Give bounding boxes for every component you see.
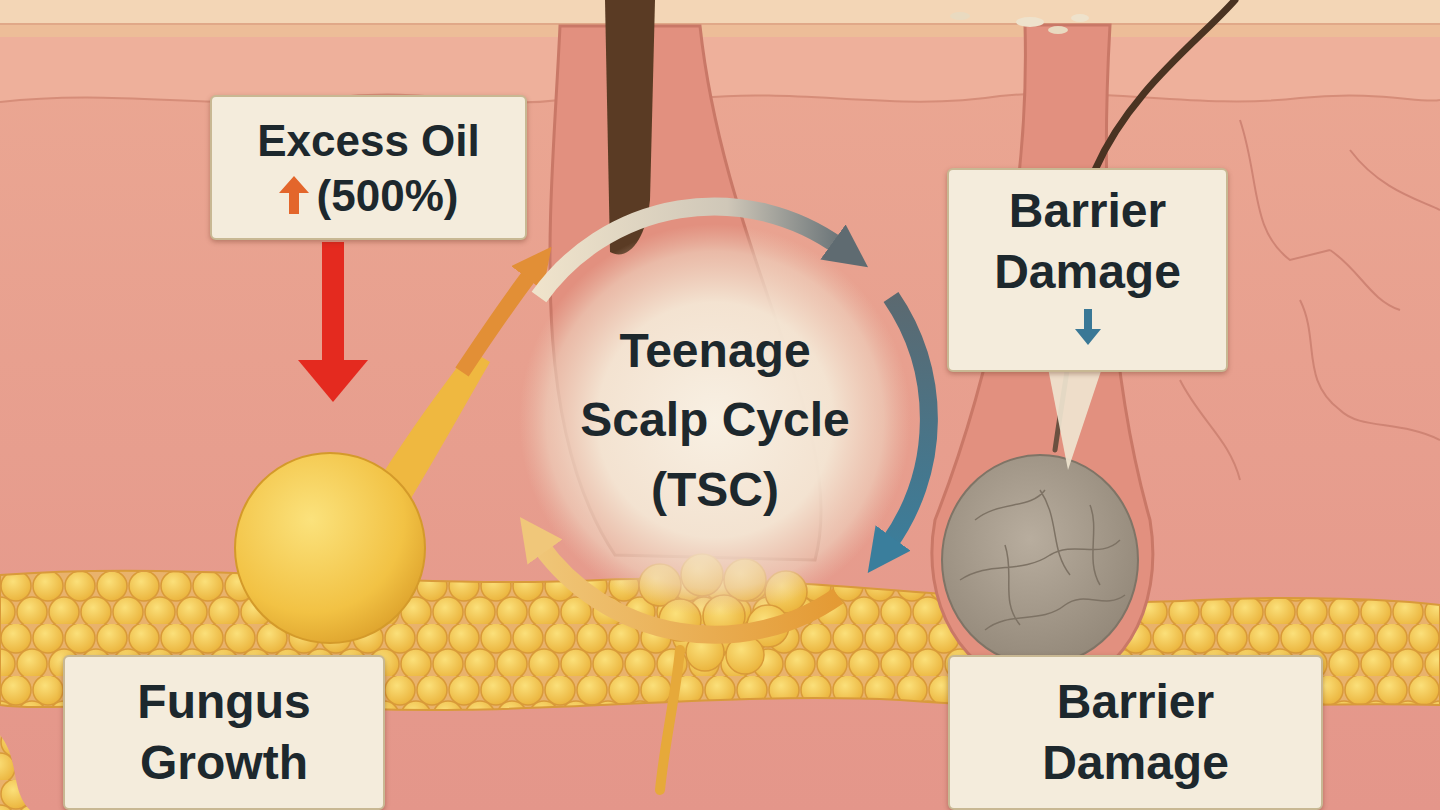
decrease-arrow-icon xyxy=(1075,309,1101,345)
sebaceous-gland xyxy=(235,453,425,643)
red-arrow xyxy=(322,242,344,362)
callout-box: Barrier Damage xyxy=(948,655,1323,810)
gland-duct xyxy=(660,650,680,790)
callout-text: (500%) xyxy=(317,168,459,223)
callout-text: Fungus Growth xyxy=(89,671,359,794)
increase-arrow-icon xyxy=(279,176,309,214)
skin-flakes xyxy=(950,12,1089,34)
text-row: Teenage Scalp Cycle (TSC) xyxy=(565,316,865,525)
cycle-arrow xyxy=(462,272,532,372)
cycle-title: Teenage Scalp Cycle (TSC) xyxy=(565,316,865,525)
cycle-circle: Teenage Scalp Cycle (TSC) xyxy=(515,220,915,620)
text-row: Excess Oil xyxy=(257,113,480,168)
skin-flake xyxy=(1016,17,1044,27)
skin-flake xyxy=(1071,14,1089,22)
gland-neck xyxy=(380,350,490,500)
epidermis xyxy=(0,36,1440,103)
fat-layer xyxy=(0,735,30,810)
text-group: Fungus Growth xyxy=(79,671,369,794)
text-row: Barrier Damage xyxy=(963,180,1212,303)
skin-flake xyxy=(1048,26,1068,34)
cycle-glow xyxy=(519,224,911,616)
skin-flake xyxy=(950,12,970,20)
callout-text: Barrier Damage xyxy=(1001,671,1271,794)
callout-box: Fungus Growth xyxy=(63,655,385,810)
text-group: Teenage Scalp Cycle (TSC) xyxy=(555,316,875,525)
text-group: Excess Oil(500%) xyxy=(226,113,511,223)
callout-box: Barrier Damage xyxy=(947,168,1228,372)
text-row: (500%) xyxy=(279,168,459,223)
callout-tail xyxy=(1048,368,1102,470)
red-arrow-head xyxy=(298,360,368,402)
decrease-arrow xyxy=(1075,309,1101,345)
text-group: Barrier Damage xyxy=(963,180,1212,345)
bulb-cells xyxy=(960,490,1125,630)
callout-text: Excess Oil xyxy=(257,113,480,168)
text-row: Fungus Growth xyxy=(89,671,359,794)
text-group: Barrier Damage xyxy=(964,671,1307,794)
stratum-corneum xyxy=(0,24,1440,37)
callout-box: Excess Oil(500%) xyxy=(210,95,527,240)
callout-text: Barrier Damage xyxy=(963,180,1212,303)
text-row: Barrier Damage xyxy=(1001,671,1271,794)
increase-arrow xyxy=(279,176,309,214)
damaged-bulb xyxy=(942,455,1138,665)
surface-line xyxy=(0,23,1440,25)
